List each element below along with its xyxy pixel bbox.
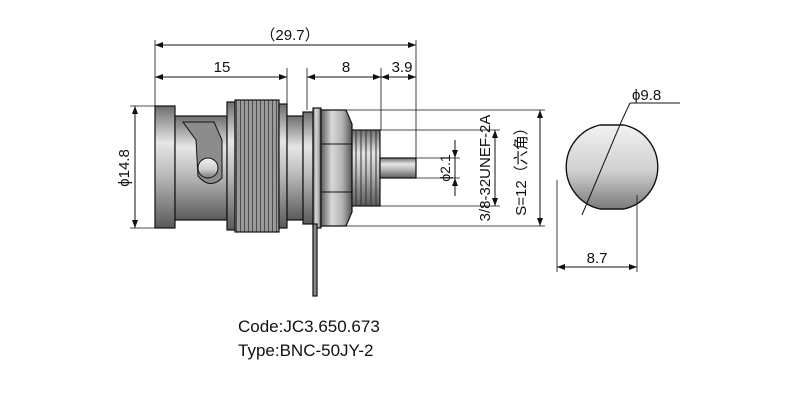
nut-collar-right bbox=[278, 103, 288, 229]
center-pin bbox=[379, 157, 417, 179]
pin-diameter-label: ϕ2.1 bbox=[437, 154, 453, 182]
overall-length-label: （29.7） bbox=[260, 27, 319, 44]
body-diameter-label: ϕ14.8 bbox=[116, 149, 133, 187]
plug-length-label: 15 bbox=[214, 59, 231, 76]
connector-end-view bbox=[565, 119, 659, 216]
hex-nut bbox=[320, 109, 353, 227]
end-diameter-label: ϕ9.8 bbox=[632, 87, 661, 104]
code-label: Code:JC3.650.673 bbox=[238, 317, 380, 336]
lock-ring bbox=[312, 107, 322, 229]
washer bbox=[302, 111, 314, 225]
hex-size-label: S=12（六角） bbox=[513, 120, 530, 215]
knurled-nut bbox=[234, 99, 280, 233]
nut-length-label: 8 bbox=[342, 59, 350, 76]
end-view-outline bbox=[565, 124, 659, 210]
front-cap bbox=[154, 105, 176, 229]
connector-side-view bbox=[154, 99, 417, 297]
flat-width-label: 8.7 bbox=[587, 250, 608, 267]
dimension-lines bbox=[130, 40, 680, 272]
body-sleeve bbox=[286, 115, 304, 221]
bayonet-pin bbox=[197, 157, 219, 179]
type-label: Type:BNC-50JY-2 bbox=[238, 341, 374, 360]
solder-tab bbox=[312, 223, 318, 297]
nut-collar-left bbox=[226, 101, 236, 231]
thread-spec-label: 3/8-32UNEF-2A bbox=[477, 115, 494, 222]
pin-length-label: 3.9 bbox=[392, 59, 413, 76]
